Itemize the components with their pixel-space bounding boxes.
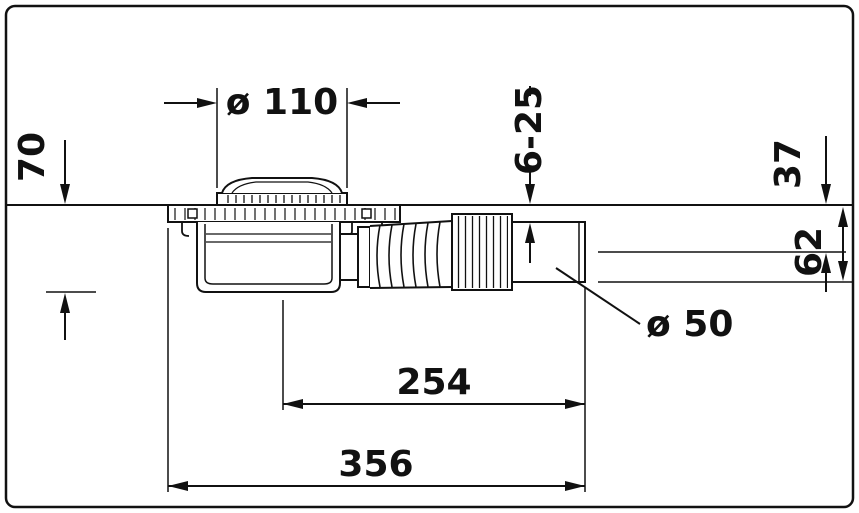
outlet-assembly: [339, 213, 586, 291]
arrowhead-up: [821, 253, 831, 273]
dim-label-length-total: 356: [338, 444, 413, 485]
coupling-ridges: [456, 216, 508, 288]
grate-dome-inner: [231, 181, 333, 194]
dim-label-offset-axis: 37: [768, 139, 809, 189]
dim-depth-70: 70: [12, 132, 96, 340]
flange-screw-left: [187, 208, 198, 219]
arrowhead-right: [565, 399, 585, 409]
joint-corrugation: [388, 224, 393, 288]
drain-assembly: [167, 177, 586, 293]
outlet-adapter-step1: [339, 233, 359, 281]
dim-length-254: 254: [282, 288, 586, 492]
dim-label-adjust-range: 6-25: [509, 85, 550, 175]
dim-label-pipe-diameter: ø 50: [646, 304, 733, 345]
dim-diameter-110: ø 110: [164, 82, 400, 188]
dim-label-height-left: 70: [12, 132, 53, 182]
strainer-cap: [216, 177, 348, 206]
grate-slots: [221, 195, 343, 203]
joint-fill: [370, 221, 452, 288]
arrowhead-down: [525, 184, 535, 204]
arrowhead-right: [565, 481, 585, 491]
leader-line: [555, 267, 641, 325]
joint-corrugation: [436, 221, 441, 288]
arrowhead-left: [347, 98, 367, 108]
joint-top: [369, 220, 453, 227]
dim-bottom-62: 62: [598, 207, 852, 283]
grate-dome: [221, 177, 343, 194]
outlet-adapter-step2: [357, 226, 371, 288]
dimensions: ø 110 6-25 70 37: [12, 82, 852, 492]
drawing-border: [4, 4, 855, 509]
arrowhead-down: [60, 184, 70, 204]
trap-body: [196, 222, 341, 293]
outlet-pipe: [511, 221, 586, 283]
arrowhead-up: [60, 293, 70, 313]
arrowhead-down: [821, 184, 831, 204]
flange-screw-right: [361, 208, 372, 219]
dim-adjust-6-25: 6-25: [509, 85, 550, 263]
arrowhead-left: [168, 481, 188, 491]
arrowhead-left: [283, 399, 303, 409]
arrowhead-right: [197, 98, 217, 108]
dim-length-356: 356: [167, 228, 585, 492]
trap-inner-wall: [204, 224, 333, 285]
dim-label-diameter-110: ø 110: [226, 82, 338, 123]
joint-corrugation: [412, 223, 417, 288]
joint-bottom: [369, 286, 453, 289]
dim-axis-37: 37: [598, 136, 846, 292]
dim-label-length-outlet: 254: [396, 362, 471, 403]
joint-corrugation: [376, 224, 381, 288]
arrowhead-up: [838, 207, 848, 227]
dim-pipe-diameter-50: ø 50: [555, 267, 733, 345]
arrowhead-down: [838, 261, 848, 281]
joint-corrugation: [400, 223, 405, 288]
joint-corrugation: [424, 222, 429, 288]
arrowhead-up: [525, 223, 535, 243]
flange-hatch: [172, 208, 396, 220]
dim-label-offset-bottom: 62: [789, 227, 830, 277]
clamp-hook: [181, 222, 190, 237]
